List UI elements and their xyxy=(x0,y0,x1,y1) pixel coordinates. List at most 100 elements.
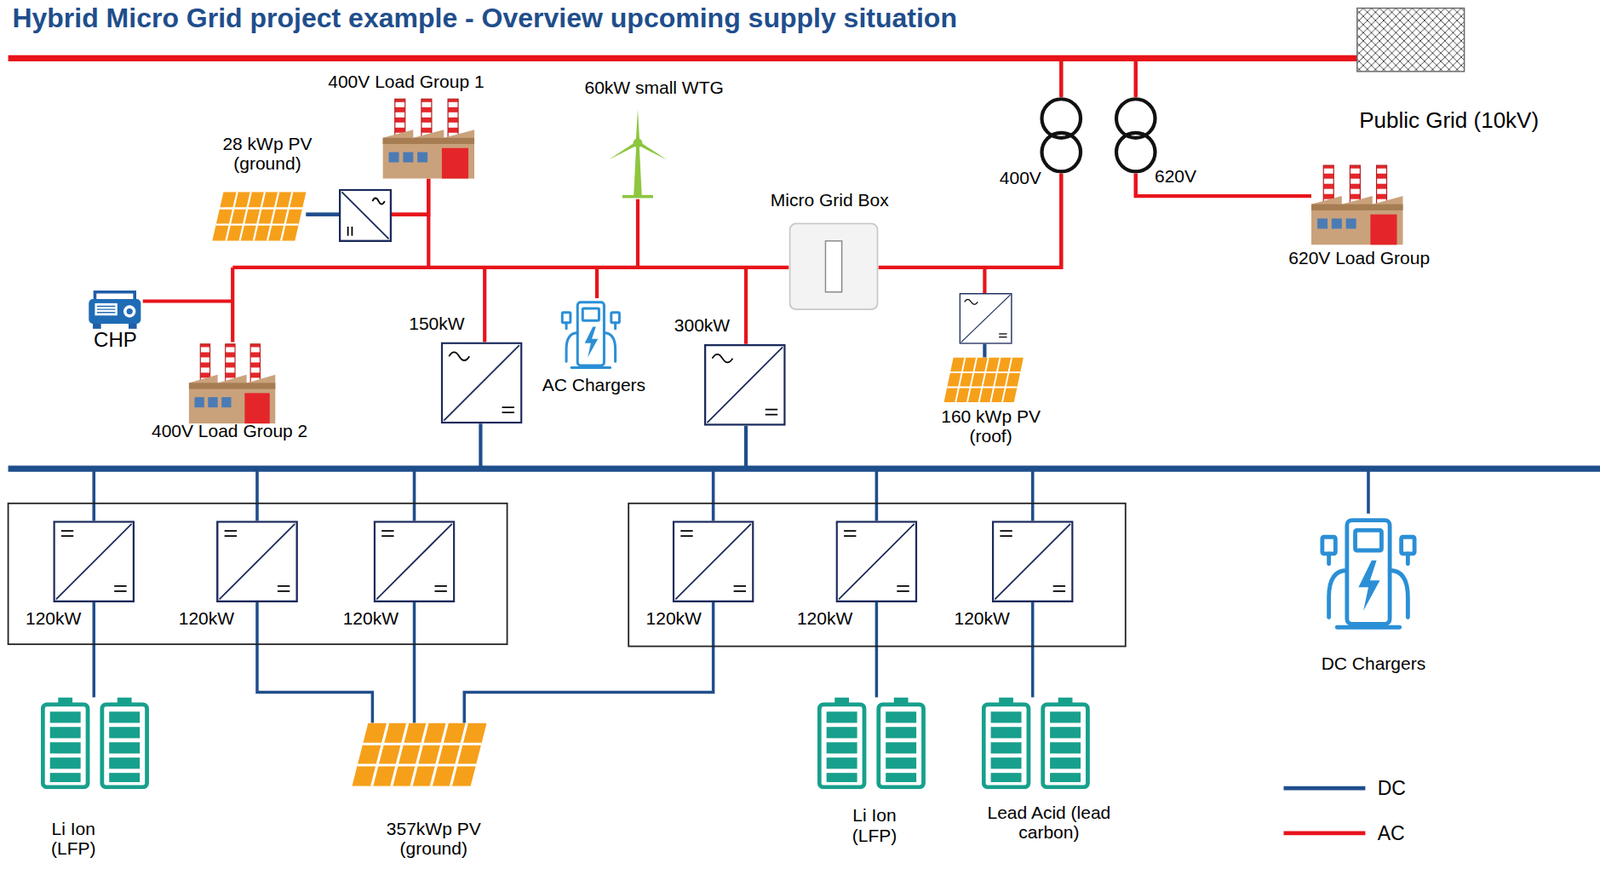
converter-symbol xyxy=(217,521,297,601)
wire-connector xyxy=(91,602,96,697)
node-label: 60kW small WTG xyxy=(584,77,723,98)
transformer: 400V xyxy=(1038,97,1084,174)
node-label: CHP xyxy=(93,328,138,351)
converter-symbol xyxy=(837,521,917,601)
converter-symbol xyxy=(54,521,134,601)
node-label: Li Ion (LFP) xyxy=(41,818,106,858)
charger-icon xyxy=(1322,520,1415,628)
wire-connector xyxy=(878,173,1062,268)
node-label: 357kWp PV (ground) xyxy=(378,818,489,858)
node-label: DC Chargers xyxy=(1321,653,1427,673)
node-label: Li Ion (LFP) xyxy=(842,804,907,844)
pv-icon xyxy=(212,191,306,241)
dc-dc-converter: 120kW xyxy=(992,520,1074,603)
ac-dc-converter: 300kW xyxy=(704,344,786,426)
public-grid: Public Grid (10kV) xyxy=(1357,8,1465,72)
transformer: 620V xyxy=(1112,97,1159,174)
diagram-title: Hybrid Micro Grid project example - Over… xyxy=(11,1,958,35)
wire-connector xyxy=(1060,57,1358,98)
wind-turbine: 60kW small WTG xyxy=(602,107,674,200)
dc-dc-converter: 120kW xyxy=(835,520,918,603)
legend-swatch xyxy=(1284,830,1366,835)
dc-charger: DC Chargers xyxy=(1317,513,1420,634)
chp-unit: CHP xyxy=(86,288,144,330)
converter-cabinet xyxy=(8,503,508,644)
converter-symbol xyxy=(992,521,1073,601)
battery-icon xyxy=(42,696,147,786)
converter-symbol xyxy=(441,343,522,423)
converter-symbol xyxy=(673,521,753,601)
micro-grid-box-symbol xyxy=(790,223,878,310)
dc-dc-converter: 120kW xyxy=(373,520,456,603)
wire-connector xyxy=(464,602,713,723)
battery-icon xyxy=(983,696,1088,786)
dc-branch xyxy=(306,214,986,358)
grid-feeder xyxy=(8,55,1358,62)
chp-icon xyxy=(88,292,141,329)
node-label: 120kW xyxy=(953,607,1010,628)
battery: Li Ion (LFP) xyxy=(817,696,928,789)
load-group: 400V Load Group 1 xyxy=(382,97,475,179)
node-label: 620V Load Group xyxy=(1288,247,1430,268)
load-group: 620V Load Group xyxy=(1311,163,1404,246)
battery-icon xyxy=(819,696,924,786)
dc-wiring xyxy=(8,214,1600,522)
converter-symbol xyxy=(374,521,454,601)
transformer-feed xyxy=(1060,57,1136,98)
load-group: 400V Load Group 2 xyxy=(189,341,276,424)
ac-branch xyxy=(484,199,985,345)
lead-acid-battery: Lead Acid (lead carbon) xyxy=(981,696,1092,789)
legend-swatch xyxy=(1284,785,1366,791)
node-label: 400V xyxy=(999,167,1042,188)
node-label: 150kW xyxy=(408,313,465,333)
micro-grid-box: Micro Grid Box xyxy=(788,222,878,310)
factory-icon xyxy=(189,344,276,424)
inverter-symbol xyxy=(339,189,391,241)
wire-connector xyxy=(1135,57,1358,98)
dc-bus xyxy=(8,464,1600,471)
ac-branch xyxy=(143,267,233,342)
dc-branch xyxy=(480,423,746,469)
public-grid-symbol xyxy=(1357,8,1465,72)
converter-symbol xyxy=(705,344,785,425)
node-label: 160 kWp PV (roof) xyxy=(935,406,1047,446)
node-label: Public Grid (10kV) xyxy=(1359,108,1539,133)
transformer-symbol xyxy=(1042,98,1082,172)
node-label: 120kW xyxy=(646,607,702,628)
wire-connector xyxy=(875,602,879,697)
legend-label: DC xyxy=(1377,777,1406,799)
node-label: Micro Grid Box xyxy=(770,189,889,210)
pv-array: 28 kWp PV (ground) xyxy=(212,191,306,241)
wire-connector xyxy=(412,602,417,723)
node-label: AC Chargers xyxy=(542,374,646,395)
dc-branch xyxy=(1366,468,1371,514)
dc-branch xyxy=(93,468,1033,521)
dc-dc-converter: 120kW xyxy=(216,520,299,603)
ac-charger: AC Chargers xyxy=(559,298,623,372)
wire-connector xyxy=(1031,602,1035,697)
ac-wiring xyxy=(8,57,1358,345)
pv-array: 160 kWp PV (roof) xyxy=(943,356,1023,402)
pv-icon xyxy=(943,356,1023,402)
factory-icon xyxy=(1311,165,1404,245)
dc-dc-converter: 120kW xyxy=(672,520,755,603)
node-label: 620V xyxy=(1154,166,1197,186)
node-label: 120kW xyxy=(178,607,235,628)
node-label: 120kW xyxy=(343,607,399,628)
converter-cabinet xyxy=(628,503,1126,647)
transformer-symbol xyxy=(1116,98,1156,172)
factory-icon xyxy=(382,98,475,178)
node-label: 300kW xyxy=(674,315,730,335)
node-label: Lead Acid (lead carbon) xyxy=(985,802,1113,842)
node-label: 120kW xyxy=(25,607,81,628)
node-label: 400V Load Group 1 xyxy=(327,71,484,92)
legend-label: AC xyxy=(1377,822,1406,844)
battery: Li Ion (LFP) xyxy=(40,696,151,789)
pv-icon xyxy=(351,722,487,786)
ac-dc-converter: 150kW xyxy=(441,341,523,424)
node-label: 28 kWp PV (ground) xyxy=(216,133,319,173)
pv-array: 357kWp PV (ground) xyxy=(351,722,487,786)
node-label: 400V Load Group 2 xyxy=(151,420,308,441)
wind-turbine-icon xyxy=(607,108,669,198)
